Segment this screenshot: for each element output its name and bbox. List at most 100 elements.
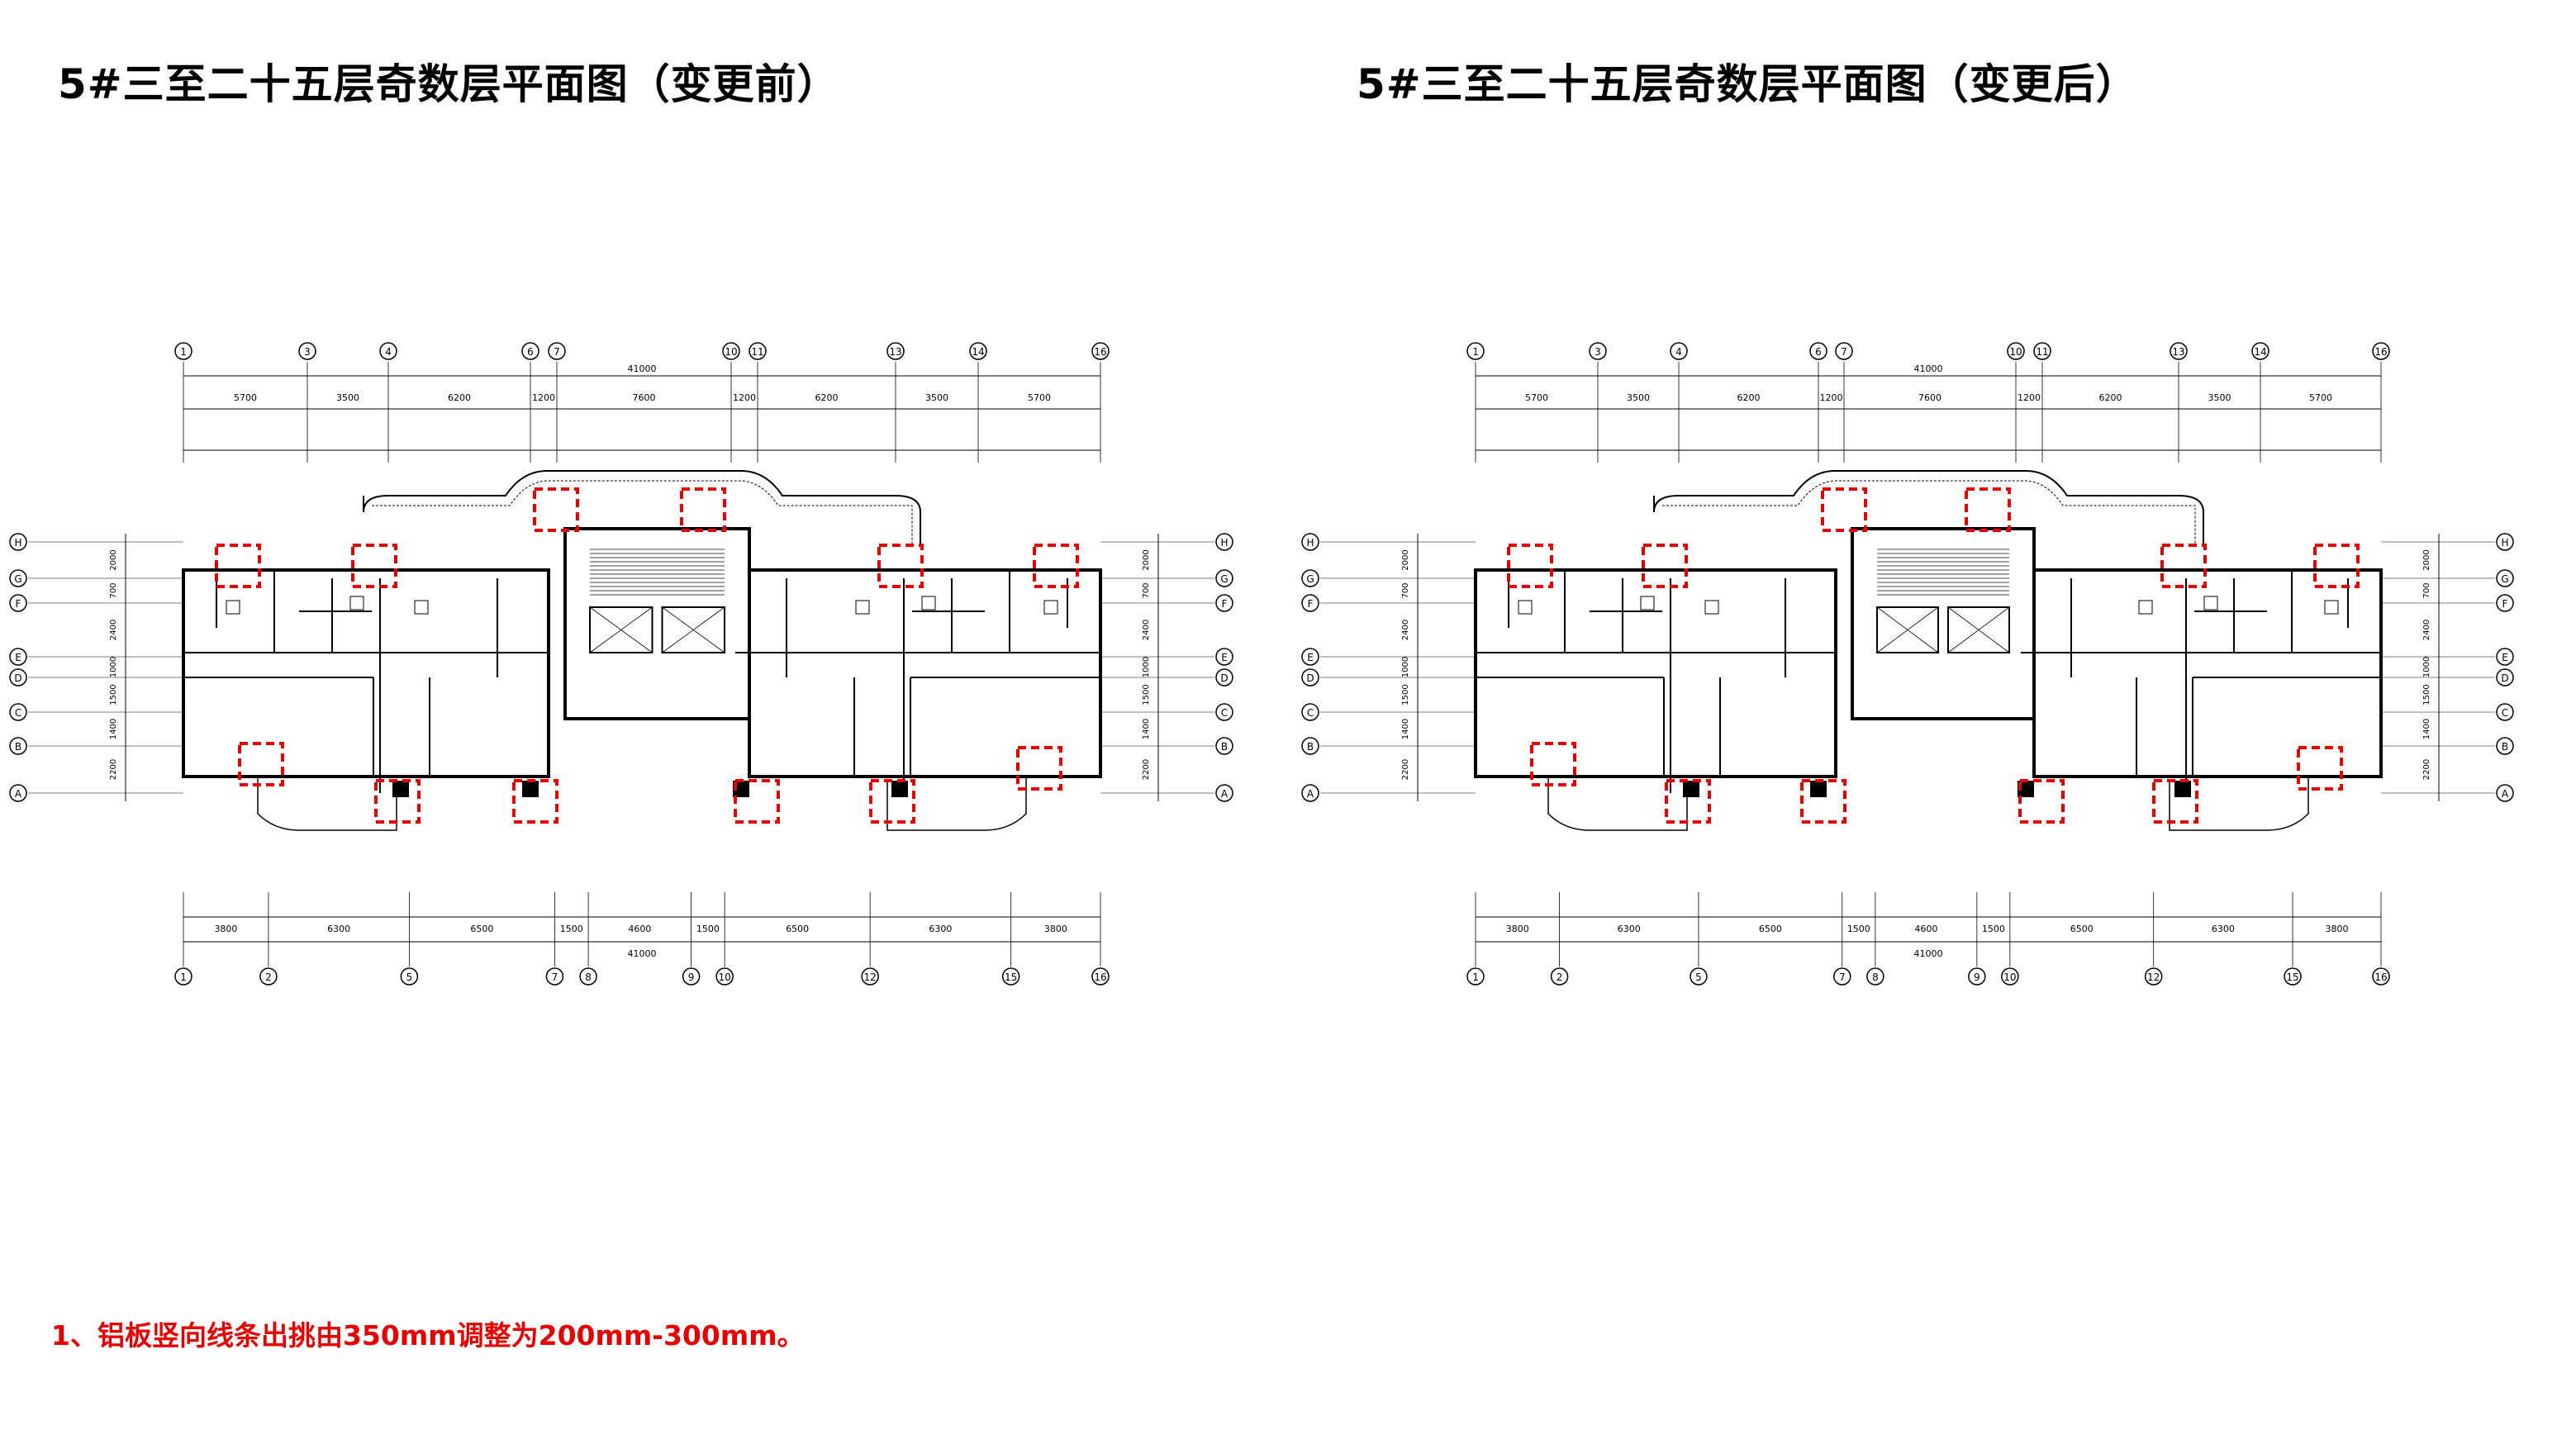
dim-top: 6200 [815,392,839,403]
axis-label-side: H [2501,537,2508,549]
axis-bubble-side [2496,703,2514,721]
highlight-box [1033,544,1079,588]
axis-label-side: A [1307,788,1314,800]
dim-side: 1500 [109,684,118,705]
dim-side: 1400 [1142,719,1151,739]
highlight-box [2152,779,2198,824]
dim-top: 1200 [1820,392,1843,403]
balcony-right [886,777,1027,831]
axis-label-side: C [2502,707,2508,719]
axis-bubble-side [2496,594,2514,612]
axis-bubble-bottom [1091,967,1110,986]
axis-bubble-bottom [1001,967,1020,986]
axis-bubble-top [1589,342,1607,360]
highlight-box [1965,487,2011,532]
fixture-icon [1518,600,1533,615]
highlight-box [533,487,579,532]
fixture-icon [921,596,936,610]
axis-bubble-side [1301,648,1319,666]
highlight-box [2313,544,2360,588]
dim-side: 1500 [1401,684,1410,705]
highlight-box [680,487,726,532]
axis-bubble-top [2170,342,2188,360]
axis-label-top: 13 [2172,346,2184,358]
axis-label-top: 16 [1094,346,1106,358]
fixture-icon [855,600,870,615]
axis-bubble-top [521,342,539,360]
axis-bubble-top [1809,342,1827,360]
axis-label-side: G [14,573,21,585]
axis-bubble-side [1301,594,1319,612]
highlight-box [1665,779,1711,824]
axis-bubble-top [548,342,566,360]
dim-side: 2400 [2422,620,2431,640]
axis-bubble-side [9,737,27,755]
axis-bubble-bottom [545,967,564,986]
axis-label-side: D [1220,672,1228,684]
axis-label-side: F [1308,598,1314,610]
axis-bubble-bottom [1833,967,1851,986]
dim-bottom: 6300 [2212,924,2235,934]
axis-label-bottom: 12 [864,972,877,983]
axis-label-top: 1 [180,346,187,358]
highlight-box [238,742,284,786]
axis-bubble-bottom [682,967,701,986]
axis-label-top: 7 [554,346,560,358]
axis-label-side: F [16,598,21,610]
axis-bubble-bottom [1968,967,1986,986]
axis-bubble-side [1301,569,1319,587]
axis-bubble-side [1301,668,1319,686]
axis-label-top: 3 [304,346,311,358]
axis-bubble-top [1466,342,1485,360]
axis-bubble-top [2372,342,2390,360]
title-after: 5#三至二十五层奇数层平面图（变更后） [1357,60,2138,108]
axis-label-side: C [1307,707,1314,719]
dim-top: 3500 [336,392,359,403]
roof-outline-inner [1662,480,2196,545]
fixture-icon [226,600,240,615]
axis-bubble-side [1301,533,1319,551]
dim-bottom: 6300 [327,924,350,934]
dim-top: 5700 [234,392,257,403]
axis-bubble-side [2496,533,2514,551]
axis-bubble-side [1301,784,1319,802]
column-block [1683,781,1699,797]
axis-bubble-bottom [2144,967,2163,986]
dim-side: 1000 [109,657,118,677]
axis-label-side: G [2501,573,2508,585]
axis-label-side: C [15,707,21,719]
dim-side: 1400 [2422,719,2431,739]
axis-label-bottom: 8 [1872,972,1879,983]
dim-top: 1200 [733,392,756,403]
dim-bottom: 6300 [929,924,952,934]
axis-label-bottom: 10 [2003,972,2016,983]
axis-bubble-side [2496,668,2514,686]
highlight-box [869,779,915,824]
axis-bubble-top [749,342,767,360]
column-block [522,781,539,797]
axis-label-bottom: 16 [2374,972,2387,983]
balcony-right [2169,777,2309,831]
axis-label-bottom: 9 [688,972,695,983]
dim-bottom: 1500 [560,924,583,934]
axis-bubble-bottom [2372,967,2390,986]
dim-side: 2200 [1401,759,1410,780]
dim-bottom: 1500 [696,924,720,934]
elevator-cross [589,606,725,653]
dim-top-total: 41000 [628,363,657,374]
highlight-box [2018,779,2065,824]
axis-label-side: D [14,672,21,684]
elevator-2 [1947,606,2010,653]
highlight-box [2160,544,2207,588]
highlight-box [1821,487,1867,532]
fixture-icon [1704,600,1719,615]
axis-bubble-bottom [1866,967,1884,986]
dim-side: 2200 [109,759,118,780]
dim-side: 2000 [109,549,118,570]
dim-side: 700 [109,582,118,598]
dim-top: 1200 [532,392,555,403]
dim-top: 7600 [1918,392,1942,403]
axis-label-bottom: 16 [1094,972,1106,983]
axis-label-side: C [1221,707,1228,719]
